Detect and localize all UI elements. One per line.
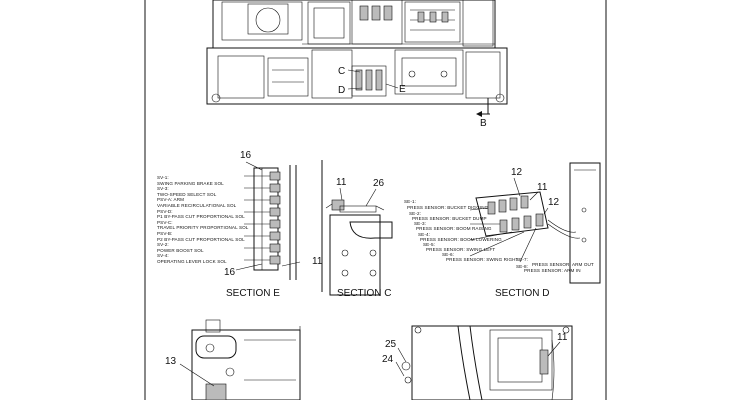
callout-16-top: 16 — [240, 150, 252, 161]
sensor-id: SE-2: — [409, 211, 421, 216]
legend-line: SV-4: — [157, 253, 169, 259]
top-assembly-drawing — [206, 0, 508, 117]
sensor-id: SE-7: — [516, 257, 528, 262]
legend-line: TWO-SPEED SELECT SOL — [157, 191, 217, 197]
sensor-label: PRESS SENSOR: BUCKET DIGGING — [407, 205, 489, 210]
callout-26: 26 — [373, 178, 385, 189]
legend-line: P2 BY-PASS CUT PROPORTIONAL SOL — [157, 236, 245, 242]
sensor-id: SE-8: — [516, 264, 528, 269]
callout-11-section-d: 11 — [537, 182, 548, 193]
section-d-drawing — [469, 162, 601, 284]
sensor-label: PRESS SENSOR: BOOM RAISING — [416, 226, 492, 231]
callout-25: 25 — [385, 339, 397, 350]
callout-16-bottom: 16 — [224, 267, 236, 278]
sensor-id: SE-1: — [404, 199, 416, 204]
legend-line: POWER BOOST SOL — [157, 247, 204, 253]
sensor-id: SE-6: — [442, 252, 454, 257]
label-c: C — [338, 66, 346, 77]
legend-line: PSV-A: ARM — [157, 197, 185, 203]
sensor-label: PRESS SENSOR: BOOM LOWERING — [420, 237, 502, 242]
sensor-label: PRESS SENSOR: ARM IN — [524, 268, 581, 273]
callout-11-section-e: 11 — [312, 256, 323, 267]
sensor-label: PRESS SENSOR: ARM OUT — [532, 262, 594, 267]
legend-line: P1 BY-PASS CUT PROPORTIONAL SOL — [157, 214, 245, 220]
callout-12-top: 12 — [511, 167, 523, 178]
legend-line: VARIABLE RECIRCULATIONAL SOL — [157, 202, 237, 208]
legend-line: SV-2: — [157, 242, 169, 248]
section-c-title: SECTION C — [337, 288, 392, 299]
callout-11-bottom: 11 — [557, 332, 568, 343]
section-e-legend: SV-1: SWING PARKING BRAKE SOL SV-3: TWO-… — [157, 175, 248, 265]
section-e-title: SECTION E — [226, 288, 280, 299]
section-d-title: SECTION D — [495, 288, 550, 299]
label-b: B — [480, 118, 487, 129]
section-c-drawing — [321, 160, 393, 296]
sensor-id: SE-3: — [414, 221, 426, 226]
legend-line: OPERATING LEVER LOCK SOL — [157, 258, 227, 264]
bottom-left-drawing — [179, 319, 301, 400]
sensor-id: SE-4: — [418, 232, 430, 237]
legend-line: SV-1: — [157, 175, 169, 180]
sensor-label: PRESS SENSOR: BUCKET DUMP — [412, 216, 487, 221]
callout-12-right: 12 — [548, 197, 560, 208]
legend-line: PSV-D: — [157, 208, 173, 214]
legend-line: TRAVEL PRIORITY PROPORTIONAL SOL — [157, 225, 249, 231]
section-e-drawing — [235, 161, 301, 280]
sensor-label: PRESS SENSOR: SWING RIGHT — [446, 257, 519, 262]
legend-line: SWING PARKING BRAKE SOL — [157, 180, 224, 186]
sensor-id: SE-5: — [423, 242, 435, 247]
legend-line: PSV-B: — [157, 230, 173, 236]
bottom-right-drawing — [395, 325, 573, 400]
legend-line: PSV-C: — [157, 219, 173, 225]
label-e: E — [399, 84, 406, 95]
callout-24: 24 — [382, 354, 394, 365]
callout-13: 13 — [165, 356, 177, 367]
label-d: D — [338, 85, 346, 96]
callout-11-section-c: 11 — [336, 177, 347, 188]
legend-line: SV-3: — [157, 186, 169, 192]
sensor-label: PRESS SENSOR: SWING LEFT — [426, 247, 496, 252]
